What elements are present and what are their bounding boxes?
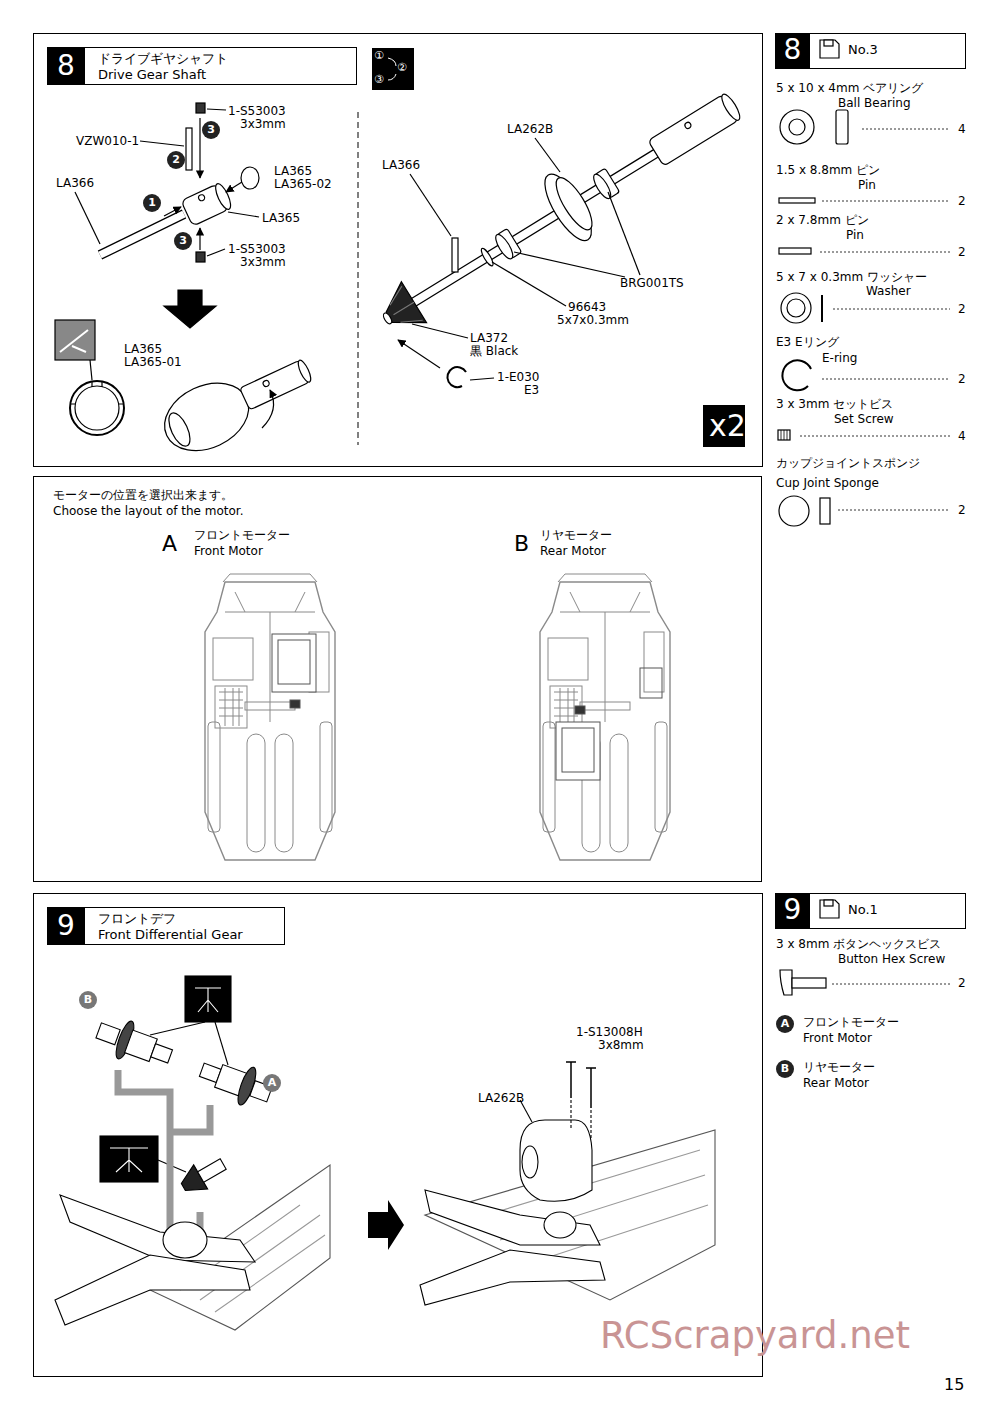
step-title: ドライブギヤシャフト — [98, 48, 356, 67]
quantity-mark: x2 — [709, 409, 746, 443]
part-label: 3x8mm — [598, 1038, 644, 1052]
part-label: 1.5 x 8.8mm ピン — [776, 163, 880, 177]
part-label: Cup Joint Sponge — [776, 476, 879, 490]
part-label: E3 Eリング — [776, 335, 839, 349]
part-label: 3 x 3mm セットビス — [776, 397, 893, 411]
step-title: No.1 — [848, 894, 965, 926]
part-label: Front Motor — [803, 1031, 872, 1045]
note-text: Choose the layout of the motor. — [53, 503, 761, 519]
part-label: Rear Motor — [540, 544, 606, 558]
option-letter: B — [514, 531, 529, 557]
part-label: LA365-01 — [124, 355, 182, 369]
part-label: E3 — [524, 383, 539, 397]
callout-number: 3 — [202, 121, 220, 139]
step-number: 9 — [775, 893, 810, 929]
step-number: 8 — [775, 33, 810, 69]
part-label: LA365 — [274, 164, 312, 178]
part-label: 5 x 7 x 0.3mm ワッシャー — [776, 270, 927, 284]
part-label: Set Screw — [834, 412, 894, 426]
part-label: LA365 — [262, 211, 300, 225]
part-label: 2 — [958, 372, 966, 386]
callout-number: 2 — [167, 151, 185, 169]
part-label: 1-S13008H — [576, 1025, 643, 1039]
part-label: 3 x 8mm ボタンヘックスビス — [776, 937, 941, 951]
callout-letter: B — [79, 991, 97, 1009]
part-label: LA262B — [478, 1091, 524, 1105]
part-label: リヤモーター — [803, 1060, 875, 1074]
part-label: Ball Bearing — [838, 96, 911, 110]
part-label: Washer — [866, 284, 911, 298]
step-number: 9 — [47, 907, 85, 945]
part-label: 5x7x0.3mm — [557, 313, 629, 327]
callout-number: 3 — [174, 232, 192, 250]
part-label: LA262B — [507, 122, 553, 136]
part-label: LA365-02 — [274, 177, 332, 191]
part-label: 4 — [958, 429, 966, 443]
part-label: フロントモーター — [803, 1015, 899, 1029]
part-label: 2 — [958, 976, 966, 990]
part-label: LA365 — [124, 342, 162, 356]
part-label: 2 — [958, 194, 966, 208]
part-label: Front Motor — [194, 544, 263, 558]
note-text: モーターの位置を選択出来ます。 — [53, 477, 761, 503]
parts-bag-header: 9 No.1 — [775, 893, 966, 929]
part-label: Rear Motor — [803, 1076, 869, 1090]
callout-letter: A — [263, 1074, 281, 1092]
sequence-number: ① — [374, 49, 384, 63]
part-label: 2 x 7.8mm ピン — [776, 213, 869, 227]
step-header: 8 ドライブギヤシャフトDrive Gear Shaft — [47, 47, 357, 85]
callout-number: 1 — [143, 194, 161, 212]
part-label: 3x3mm — [240, 117, 286, 131]
part-label: 96643 — [568, 300, 606, 314]
sequence-number: ③ — [374, 73, 384, 87]
part-label: 2 — [958, 302, 966, 316]
step-number: 8 — [47, 47, 85, 85]
step-title: No.3 — [848, 34, 965, 66]
callout-number: A — [776, 1015, 794, 1033]
part-label: 3x3mm — [240, 255, 286, 269]
watermark: RCScrapyard.net — [600, 1314, 910, 1358]
part-label: E-ring — [822, 351, 857, 365]
step-title: フロントデフ — [98, 908, 284, 927]
part-label: Button Hex Screw — [838, 952, 945, 966]
part-label: VZW010-1 — [76, 134, 139, 148]
step-title: Front Differential Gear — [98, 927, 284, 943]
callout-number: B — [776, 1060, 794, 1078]
sequence-number: ② — [397, 61, 407, 75]
note-panel: モーターの位置を選択出来ます。Choose the layout of the … — [33, 476, 762, 882]
part-label: 2 — [958, 503, 966, 517]
part-label: カップジョイントスポンジ — [776, 456, 920, 470]
option-letter: A — [162, 531, 177, 557]
step-header: 9 フロントデフFront Differential Gear — [47, 907, 285, 945]
part-label: 2 — [958, 245, 966, 259]
part-label: 4 — [958, 122, 966, 136]
step-title: Drive Gear Shaft — [98, 67, 356, 83]
part-label: フロントモーター — [194, 528, 290, 542]
part-label: 黒 Black — [470, 344, 518, 358]
page-number: 15 — [944, 1376, 964, 1394]
part-label: 1-S53003 — [228, 104, 286, 118]
part-label: 5 x 10 x 4mm ベアリング — [776, 81, 923, 95]
part-label: LA366 — [382, 158, 420, 172]
part-label: 1-S53003 — [228, 242, 286, 256]
part-label: LA366 — [56, 176, 94, 190]
part-label: Pin — [858, 178, 876, 192]
part-label: LA372 — [470, 331, 508, 345]
part-label: Pin — [846, 228, 864, 242]
part-label: 1-E030 — [497, 370, 539, 384]
parts-bag-header: 8 No.3 — [775, 33, 966, 69]
part-label: リヤモーター — [540, 528, 612, 542]
part-label: BRG001TS — [620, 276, 684, 290]
